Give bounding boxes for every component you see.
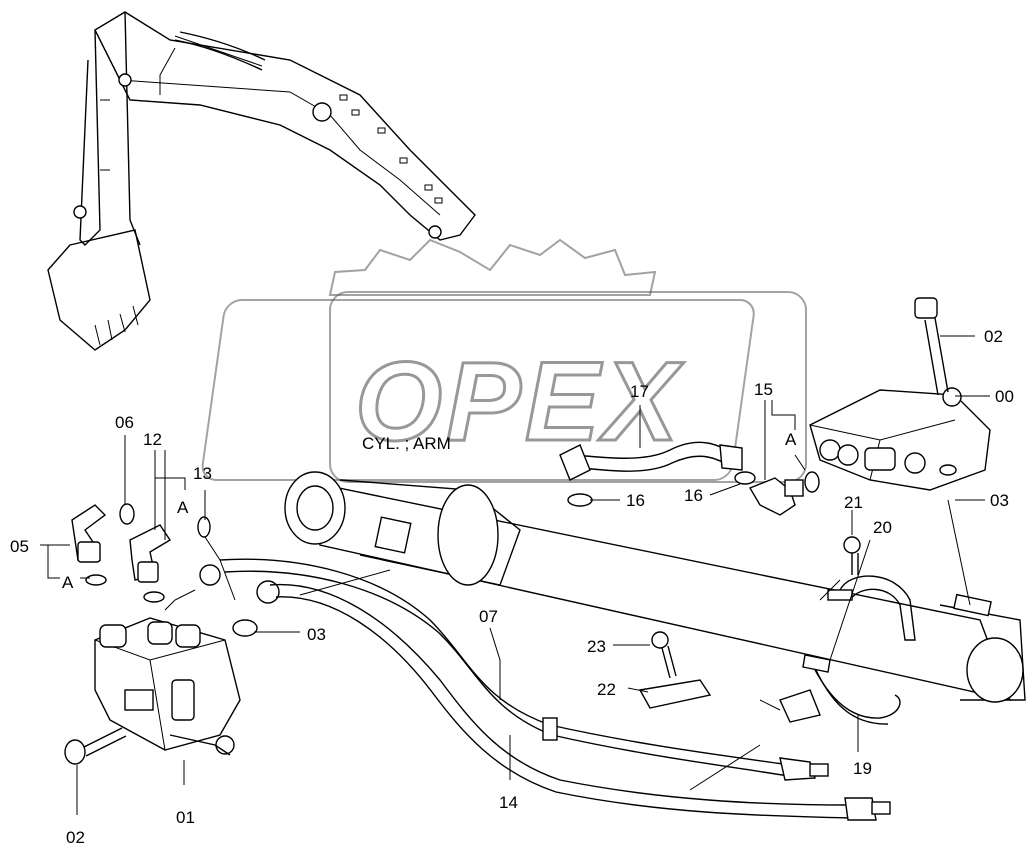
callout-17: 17 [630,382,649,401]
callout-05: 05 [10,537,29,556]
clamps-and-plate [638,536,916,725]
bolt-bottom-left [64,727,127,765]
callout-00: 00 [995,387,1014,406]
detail-marker-a-left: A [62,573,74,592]
watermark-logo: OPEX [201,238,807,483]
detail-marker-a-mid: A [177,498,189,517]
hoses [219,558,891,821]
callout-20: 20 [873,518,892,537]
callout-21: 21 [844,493,863,512]
valve-block-left [94,617,241,756]
callout-16: 16 [626,491,645,510]
callout-03: 03 [307,625,326,644]
valve-block-right [809,297,991,606]
excavator-arm-sketch [47,11,476,351]
elbow-fittings-left [71,503,280,637]
callout-23: 23 [587,637,606,656]
callout-03: 03 [990,491,1009,510]
callout-19: 19 [853,759,872,778]
callout-13: 13 [193,464,212,483]
watermark-text: OPEX [355,339,685,464]
callout-22: 22 [597,680,616,699]
callout-01: 01 [176,808,195,827]
callout-02: 02 [66,828,85,847]
arm-cylinder [284,471,1026,703]
callout-07: 07 [479,607,498,626]
callout-16: 16 [684,486,703,505]
callout-12: 12 [143,430,162,449]
leader-lines [40,335,990,815]
pipe-17 [559,441,820,516]
detail-marker-a-right: A [785,430,797,449]
callout-06: 06 [115,413,134,432]
callout-14: 14 [499,793,518,812]
figure-caption: CYL. ; ARM [362,434,451,453]
callout-02: 02 [984,327,1003,346]
callout-15: 15 [754,380,773,399]
